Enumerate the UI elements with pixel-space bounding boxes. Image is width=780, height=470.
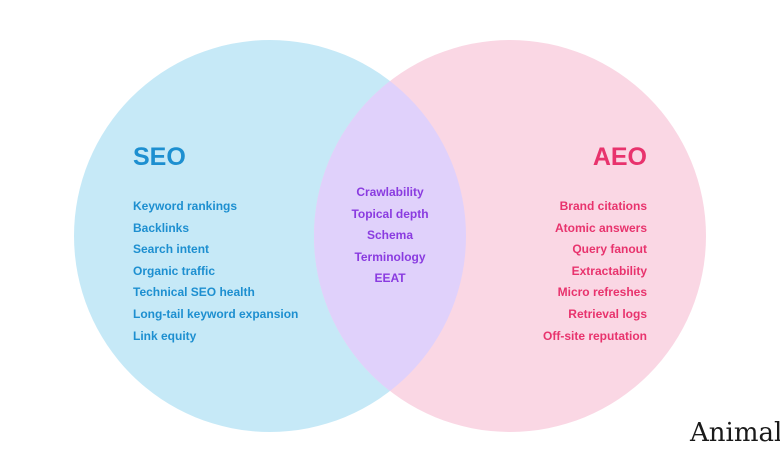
aeo-title: AEO	[592, 143, 647, 171]
aeo-list-item: Brand citations	[559, 199, 647, 213]
overlap-region	[314, 40, 466, 432]
seo-title: SEO	[133, 143, 186, 171]
animalz-logo: Animalz	[690, 418, 780, 448]
aeo-list-item: Micro refreshes	[557, 285, 647, 300]
overlap-list-item: Crawlability	[356, 185, 424, 199]
overlap-list-item: EEAT	[374, 271, 406, 286]
seo-list-item: Search intent	[133, 242, 210, 257]
overlap-list-item: Terminology	[354, 249, 426, 264]
aeo-list-item: Extractability	[571, 263, 647, 278]
aeo-list-item: Off-site reputation	[543, 328, 647, 343]
overlap-list-item: Topical depth	[351, 206, 429, 221]
aeo-list-item: Query fanout	[572, 242, 647, 257]
seo-list-item: Keyword rankings	[133, 199, 238, 213]
seo-list-item: Backlinks	[133, 220, 190, 235]
seo-list-item: Technical SEO health	[133, 285, 255, 300]
overlap-list-item: Schema	[366, 228, 414, 243]
aeo-list-item: Retrieval logs	[568, 306, 647, 321]
seo-list-item: Link equity	[133, 328, 197, 343]
seo-list-item: Organic traffic	[133, 263, 216, 278]
aeo-list-item: Atomic answers	[554, 220, 647, 235]
seo-list-item: Long-tail keyword expansion	[133, 306, 299, 321]
